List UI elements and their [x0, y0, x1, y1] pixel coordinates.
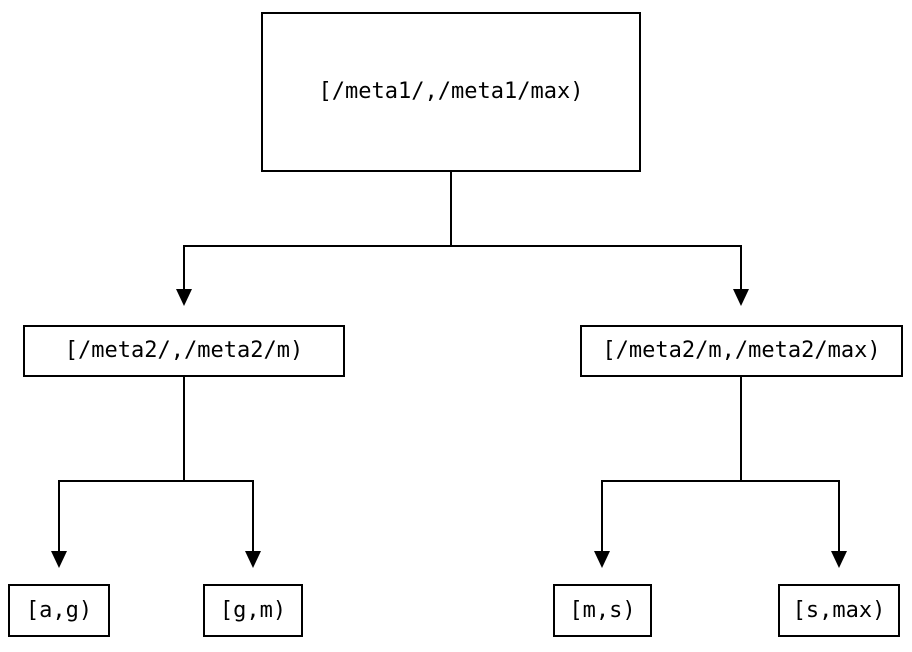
node-leaf-ag: [a,g)	[8, 584, 110, 637]
arrowhead-leaf1	[51, 551, 67, 568]
node-root: [/meta1/,/meta1/max)	[261, 12, 641, 172]
node-leaf-smax: [s,max)	[778, 584, 900, 637]
arrowhead-leaf2	[245, 551, 261, 568]
node-meta2-right-label: [/meta2/m,/meta2/max)	[602, 338, 881, 363]
node-leaf-gm: [g,m)	[203, 584, 303, 637]
node-meta2-left-label: [/meta2/,/meta2/m)	[64, 338, 304, 363]
node-meta2-right: [/meta2/m,/meta2/max)	[580, 325, 903, 377]
arrowhead-l2b	[733, 289, 749, 306]
node-root-label: [/meta1/,/meta1/max)	[318, 79, 584, 104]
arrowhead-l2a	[176, 289, 192, 306]
node-leaf-ag-label: [a,g)	[25, 597, 93, 623]
node-leaf-gm-label: [g,m)	[219, 597, 287, 623]
arrowhead-leaf3	[594, 551, 610, 568]
node-meta2-left: [/meta2/,/meta2/m)	[23, 325, 345, 377]
node-leaf-ms: [m,s)	[553, 584, 652, 637]
arrowhead-leaf4	[831, 551, 847, 568]
node-leaf-smax-label: [s,max)	[792, 597, 886, 623]
node-leaf-ms-label: [m,s)	[569, 597, 636, 623]
